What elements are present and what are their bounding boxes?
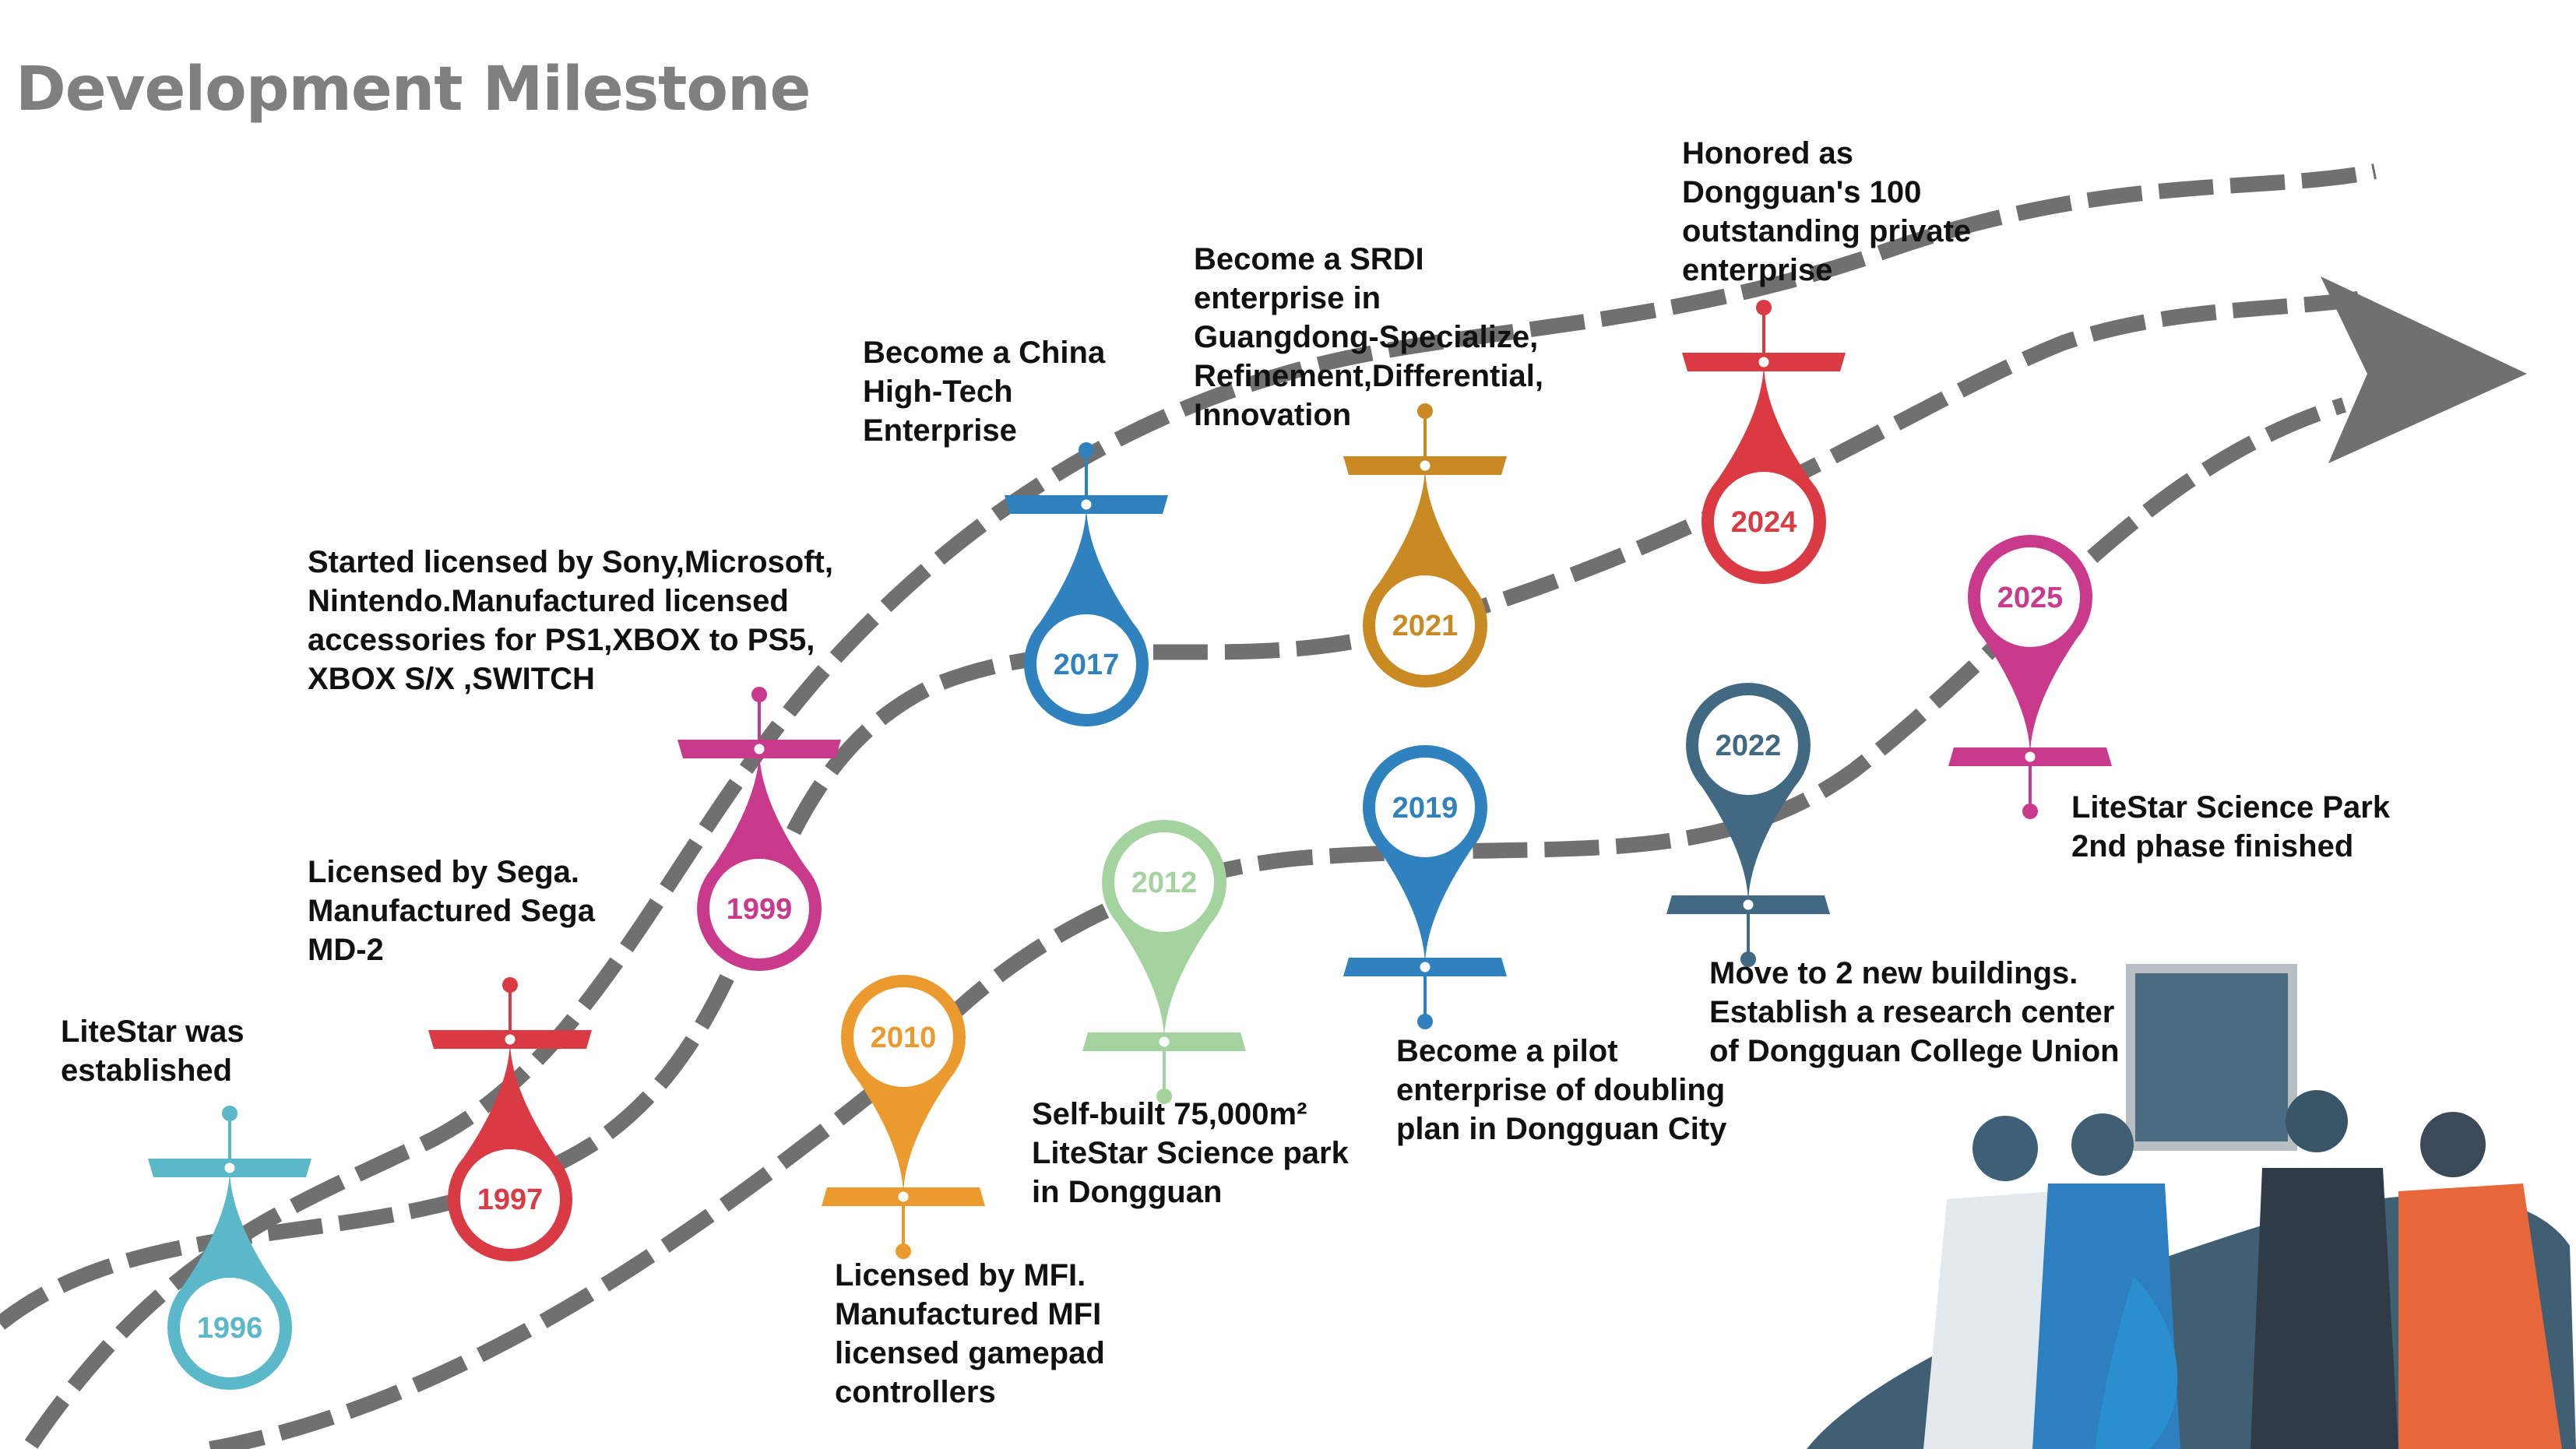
- meeting-illustration: [1807, 964, 2576, 1449]
- milestone-pin-2021: 2021: [1343, 403, 1507, 688]
- milestone-year-1996: 1996: [197, 1312, 263, 1345]
- pin-dot: [751, 687, 767, 702]
- pin-dot: [2022, 804, 2038, 819]
- milestone-pin-2022: 2022: [1666, 683, 1830, 967]
- pin-dot: [896, 1243, 911, 1259]
- milestone-text-1999: Started licensed by Sony,Microsoft, Nint…: [308, 545, 833, 696]
- milestone-pin-2017: 2017: [1005, 442, 1168, 726]
- milestone-pin-1997: 1997: [428, 977, 592, 1261]
- milestone-text-2024: Honored as Dongguan's 100 outstanding pr…: [1682, 136, 1972, 287]
- milestone-text-2019: Become a pilot enterprise of doubling pl…: [1396, 1034, 1727, 1146]
- milestone-pin-1996: 1996: [148, 1106, 311, 1390]
- milestone-year-2025: 2025: [1997, 582, 2064, 614]
- milestone-text-1996: LiteStar was established: [61, 1015, 245, 1088]
- milestone-year-2021: 2021: [1392, 610, 1459, 642]
- milestone-year-2019: 2019: [1392, 792, 1459, 825]
- arrow-head-icon: [2321, 276, 2527, 463]
- milestone-text-2012: Self-built 75,000m² LiteStar Science par…: [1032, 1097, 1349, 1209]
- pin-dot: [1079, 442, 1094, 458]
- milestone-text-1997: Licensed by Sega. Manufactured Sega MD-2: [308, 855, 595, 967]
- milestone-text-2025: LiteStar Science Park 2nd phase finished: [2071, 790, 2391, 863]
- pin-dot: [1417, 1014, 1433, 1029]
- milestone-text-2021: Become a SRDI enterprise in Guangdong-Sp…: [1194, 242, 1543, 432]
- milestone-year-2012: 2012: [1131, 867, 1198, 899]
- milestone-year-1999: 1999: [727, 893, 793, 926]
- milestone-year-2024: 2024: [1731, 506, 1797, 539]
- milestone-text-2022: Move to 2 new buildings. Establish a res…: [1709, 956, 2120, 1068]
- milestone-text-2017: Become a China High-Tech Enterprise: [863, 336, 1106, 448]
- page-title: Development Milestone: [16, 55, 811, 125]
- milestone-pin-2019: 2019: [1343, 745, 1507, 1029]
- milestone-pin-1999: 1999: [677, 687, 841, 971]
- milestone-pin-2025: 2025: [1948, 535, 2112, 819]
- milestone-year-2017: 2017: [1054, 649, 1120, 681]
- pin-dot: [222, 1106, 238, 1121]
- pin-dot: [1740, 951, 1756, 967]
- milestone-pin-2012: 2012: [1082, 820, 1246, 1104]
- milestone-year-2022: 2022: [1716, 730, 1782, 762]
- pin-dot: [1156, 1089, 1172, 1104]
- milestone-year-2010: 2010: [871, 1022, 937, 1054]
- pin-dot: [502, 977, 518, 993]
- milestone-pin-2024: 2024: [1682, 300, 1846, 584]
- milestone-year-1997: 1997: [477, 1183, 544, 1216]
- pin-dot: [1417, 403, 1433, 419]
- milestone-pin-2010: 2010: [822, 975, 985, 1259]
- pin-dot: [1756, 300, 1772, 315]
- milestone-text-2010: Licensed by MFI. Manufactured MFI licens…: [835, 1258, 1105, 1409]
